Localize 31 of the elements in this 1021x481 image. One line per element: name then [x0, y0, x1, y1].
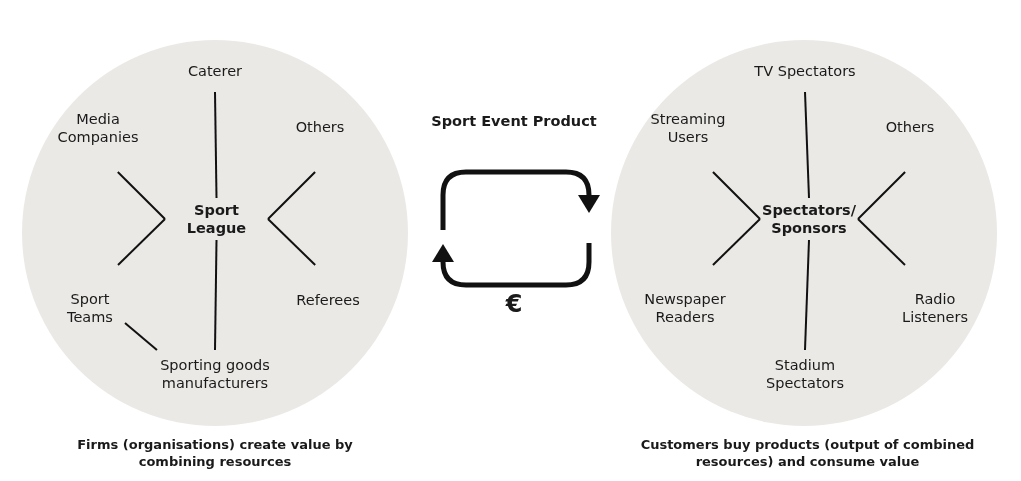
connector-line [804, 91, 810, 199]
connector-line [804, 239, 810, 351]
center-label: Sport League [165, 198, 268, 240]
participant-label: Referees [288, 265, 368, 309]
connector-line [711, 218, 761, 266]
participant-label: Caterer [175, 50, 255, 92]
connector-line [214, 91, 218, 199]
center-label: Spectators/ Sponsors [760, 198, 858, 240]
connector-line [124, 321, 158, 351]
connector-line [214, 239, 218, 351]
connector-line [857, 218, 906, 266]
group-label: Customers buy products (output of combined resources) and consume value [639, 437, 976, 471]
connector-line [116, 171, 166, 220]
group-label: Firms (organisations) create value by combining resources [76, 437, 354, 471]
connector-line [711, 171, 761, 220]
connector-line [857, 171, 907, 220]
participant-label: Others [285, 118, 355, 172]
participant-label: Stadium Spectators [750, 350, 860, 398]
participant-label: Sporting goods manufacturers [140, 350, 290, 398]
connector-line [267, 218, 317, 266]
participant-label: TV Spectators [745, 50, 865, 92]
cycle-arrow [432, 243, 592, 288]
participant-label: Media Companies [43, 110, 153, 172]
participant-label: Radio Listeners [895, 265, 975, 326]
participant-label: Others [875, 118, 945, 172]
connector-line [117, 218, 166, 266]
connector-line [267, 171, 317, 220]
participant-label: Sport Teams [55, 265, 125, 326]
participant-label: Newspaper Readers [625, 265, 745, 326]
cycle-arrow [440, 169, 600, 230]
participant-label: Streaming Users [633, 110, 743, 172]
